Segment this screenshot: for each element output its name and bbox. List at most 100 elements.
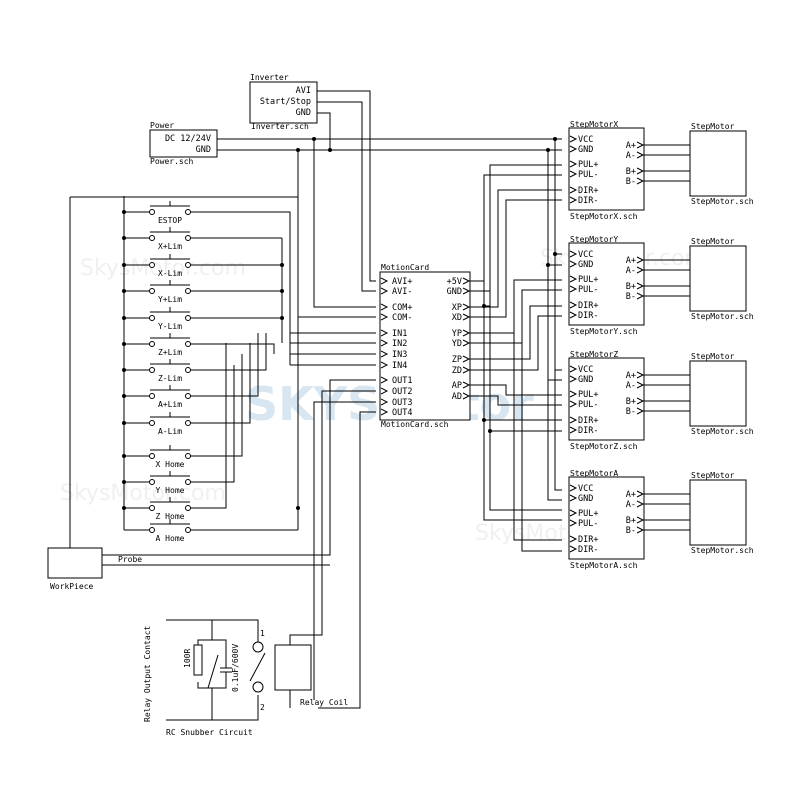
switch-label: Z-Lim	[158, 374, 182, 383]
resistor-label: 100R	[183, 649, 192, 668]
driver-pin: GND	[578, 494, 593, 504]
pin-arrow	[462, 313, 471, 321]
snubber-title: RC Snubber Circuit	[166, 728, 253, 737]
inverter-block: Inverter AVI Start/Stop GND Inverter.sch	[249, 73, 318, 131]
driver-box	[568, 127, 645, 211]
limit-switch: X+Lim	[124, 227, 196, 251]
watermark-small: SkysMotor.com	[80, 256, 246, 281]
workpiece-label: WorkPiece	[50, 582, 94, 591]
driver-pin: B-	[626, 292, 636, 302]
driver-file: StepMotorA.sch	[570, 561, 638, 570]
driver-pin: VCC	[578, 250, 593, 260]
switch-label: ESTOP	[158, 216, 182, 225]
motion-card-file: MotionCard.sch	[381, 420, 449, 429]
driver-pin: B+	[626, 516, 636, 526]
switch-label: Z Home	[156, 512, 185, 521]
motor-file: StepMotor.sch	[691, 427, 754, 436]
limit-switch: ESTOP	[124, 201, 196, 225]
pin-arrow	[380, 408, 389, 416]
driver-pin: PUL+	[578, 390, 598, 400]
motor-file: StepMotor.sch	[691, 197, 754, 206]
power-box	[149, 129, 218, 158]
motion-card-pin: OUT3	[392, 398, 412, 408]
workpiece-block: WorkPiece Probe	[47, 547, 142, 591]
pin-arrow	[380, 361, 389, 369]
power-pin: GND	[196, 145, 211, 155]
motion-card-pin: +5V	[447, 277, 462, 287]
driver-pin: DIR-	[578, 545, 598, 555]
stepper-driver-a: StepMotorAVCCGNDPUL+PUL-DIR+DIR-A+A-B+B-…	[568, 469, 645, 570]
pin-arrow	[380, 313, 389, 321]
switch-label: A-Lim	[158, 427, 182, 436]
switch-label: X-Lim	[158, 269, 182, 278]
inverter-pin: Start/Stop	[260, 97, 311, 107]
pin-arrow	[380, 329, 389, 337]
motion-card-pin: COM-	[392, 313, 412, 323]
limit-switch: Y+Lim	[124, 280, 196, 304]
switch-label: Y-Lim	[158, 322, 182, 331]
limit-switch: A-Lim	[124, 412, 196, 436]
inverter-box	[249, 81, 318, 124]
driver-pin: PUL+	[578, 275, 598, 285]
capacitor-label: 0.1uF/600V	[231, 644, 240, 692]
motion-card-pin: AP	[452, 381, 462, 391]
driver-pin: A+	[626, 256, 636, 266]
relay-coil-label: Relay Coil	[300, 698, 348, 707]
driver-pin: A-	[626, 151, 636, 161]
pin-arrow	[380, 339, 389, 347]
driver-pin: GND	[578, 375, 593, 385]
motion-card-pin: COM+	[392, 303, 412, 313]
pin-arrow	[462, 366, 471, 374]
inverter-pin: AVI	[296, 86, 311, 96]
driver-pin: GND	[578, 260, 593, 270]
motion-card-pin: IN1	[392, 329, 407, 339]
driver-pin: A-	[626, 381, 636, 391]
driver-pin: GND	[578, 145, 593, 155]
inverter-title: Inverter	[250, 73, 289, 82]
switch-label: A Home	[156, 534, 185, 543]
motor-box	[689, 360, 747, 427]
driver-title: StepMotorA	[570, 469, 618, 478]
driver-pin: DIR+	[578, 186, 598, 196]
motion-card-pin: AVI-	[392, 287, 412, 297]
pin-arrow	[462, 339, 471, 347]
motor-box	[689, 479, 747, 546]
limit-switch: Z+Lim	[124, 333, 196, 357]
motion-card-left-pins: AVI+AVI-COM+COM-IN1IN2IN3IN4OUT1OUT2OUT3…	[380, 277, 412, 418]
motion-card-pin: AVI+	[392, 277, 412, 287]
driver-box	[568, 476, 645, 560]
driver-pin: DIR-	[578, 311, 598, 321]
limit-switch: Y-Lim	[124, 307, 196, 331]
switch-label: X+Lim	[158, 242, 182, 251]
motion-card-pin: ZP	[452, 355, 462, 365]
driver-pin: VCC	[578, 135, 593, 145]
motion-card-pin: XD	[452, 313, 462, 323]
driver-pin: DIR-	[578, 426, 598, 436]
motion-card-pin: ZD	[452, 366, 462, 376]
limit-switch: X Home	[124, 445, 196, 469]
limit-switch: A+Lim	[124, 385, 196, 409]
motor-title: StepMotor	[691, 471, 735, 480]
motion-card-pin: YD	[452, 339, 462, 349]
workpiece-box	[47, 547, 103, 579]
motion-card-title: MotionCard	[381, 263, 429, 272]
relay-block: Relay Coil 1 2 Relay Output Contact	[143, 619, 348, 722]
driver-box	[568, 357, 645, 441]
driver-pin: DIR+	[578, 416, 598, 426]
power-pin: DC 12/24V	[165, 134, 211, 144]
motion-card-pin: GND	[447, 287, 462, 297]
driver-pin: PUL-	[578, 285, 598, 295]
driver-pin: A+	[626, 490, 636, 500]
relay-pin-1: 1	[260, 629, 265, 638]
driver-pin: PUL-	[578, 400, 598, 410]
motor-title: StepMotor	[691, 237, 735, 246]
limit-switch: A Home	[124, 519, 196, 543]
motor-title: StepMotor	[691, 122, 735, 131]
watermark-small: SkysMotor.com	[60, 481, 226, 506]
pin-arrow	[380, 398, 389, 406]
pin-arrow	[380, 303, 389, 311]
